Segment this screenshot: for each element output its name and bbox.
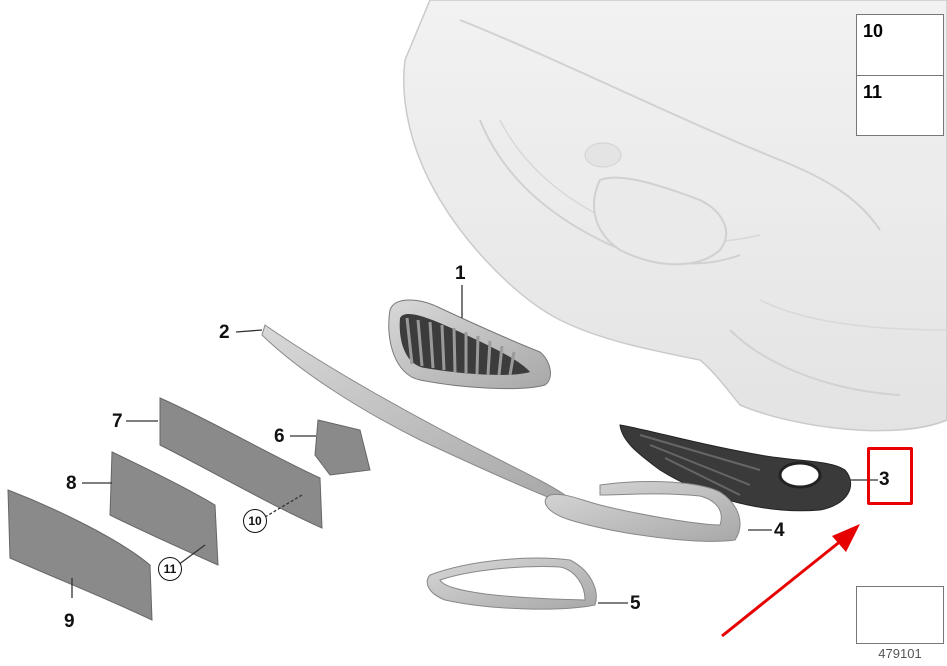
callout-4: 4 xyxy=(774,520,785,541)
plate-base-9-part xyxy=(7,489,153,621)
bracket-part xyxy=(314,419,371,476)
circled-ref-11: 11 xyxy=(158,557,182,581)
reference-number: 479101 xyxy=(878,646,922,661)
callout-2: 2 xyxy=(219,322,230,343)
fog-light-grid-part xyxy=(619,424,852,512)
fog-light-frame-small-part xyxy=(426,557,597,610)
callout-5: 5 xyxy=(630,593,641,614)
circled-ref-10: 10 xyxy=(243,509,267,533)
legend-row-11: 11 xyxy=(857,75,943,135)
callout-9: 9 xyxy=(64,611,75,632)
callout-6: 6 xyxy=(274,426,285,447)
legend-label: 11 xyxy=(863,82,883,102)
callout-8: 8 xyxy=(66,473,77,494)
plate-base-8-part xyxy=(109,451,219,566)
grille-part xyxy=(388,299,551,390)
legend-row-10: 10 xyxy=(857,15,943,74)
plate-base-7-part xyxy=(159,397,323,529)
highlight-box xyxy=(867,447,913,505)
callout-7: 7 xyxy=(112,411,123,432)
fog-light-frame-part xyxy=(544,480,741,542)
fastener-legend: 10 11 xyxy=(856,14,944,136)
legend-label: 10 xyxy=(863,21,884,41)
callout-3: 3 xyxy=(879,469,890,490)
red-arrow xyxy=(721,524,860,638)
front-bumper xyxy=(403,0,947,432)
callout-1: 1 xyxy=(455,263,466,284)
view-direction-box xyxy=(856,586,944,644)
